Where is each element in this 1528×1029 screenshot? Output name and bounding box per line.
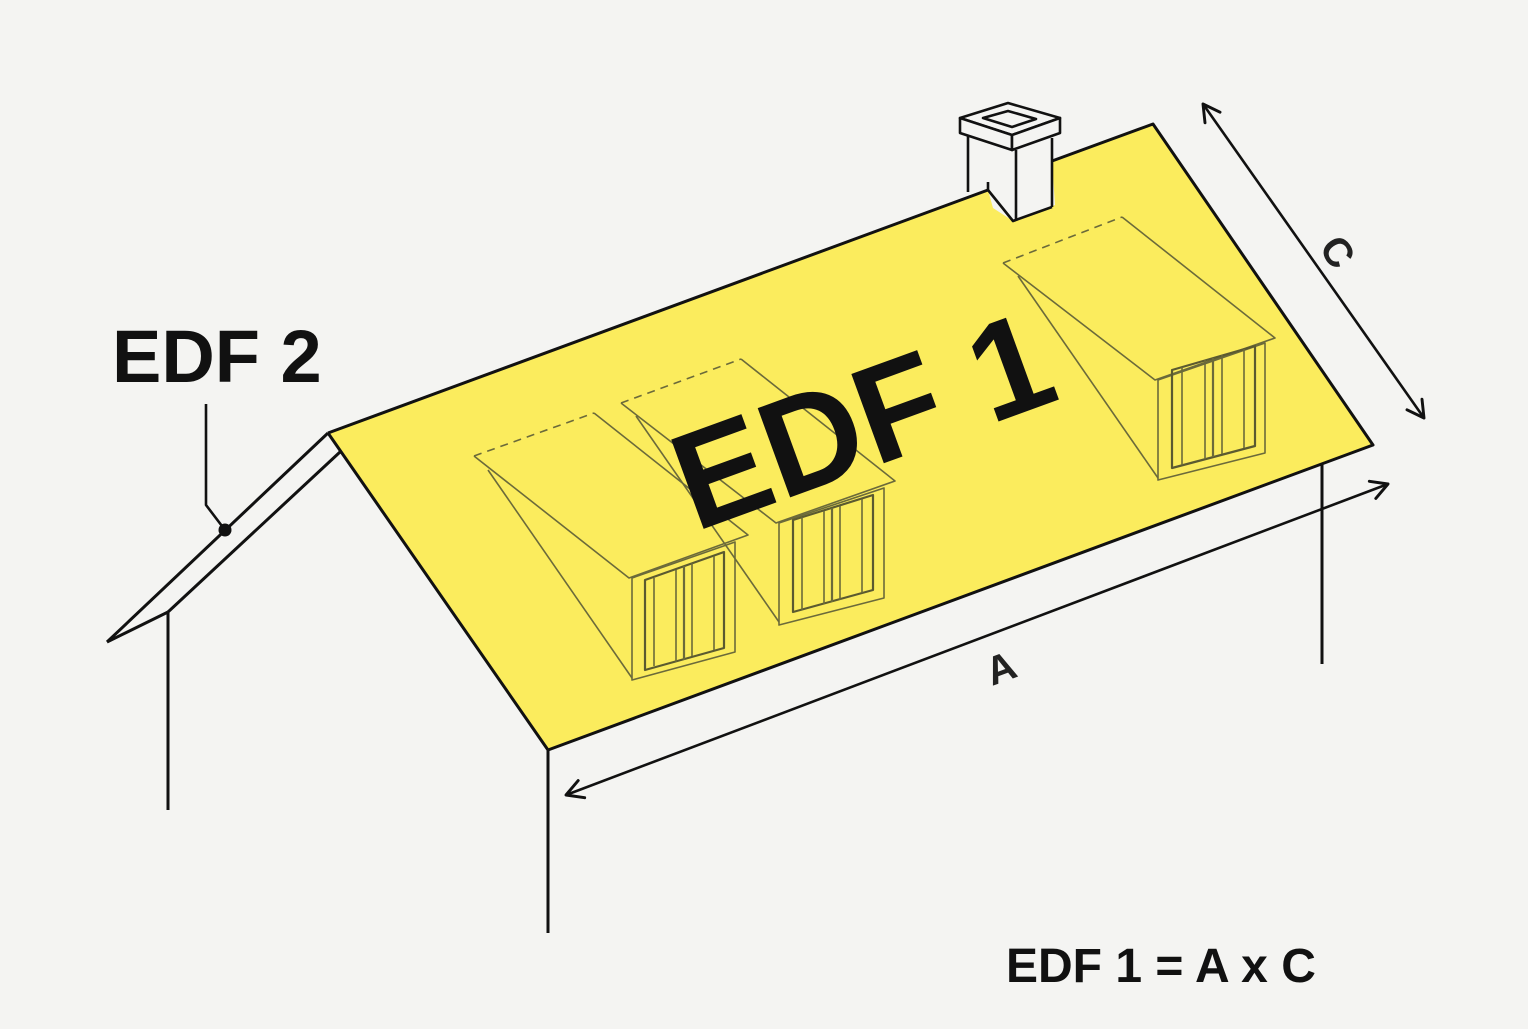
edf2-label: EDF 2	[112, 315, 322, 398]
dimension-a-arrow	[564, 479, 1390, 800]
edf2-leader	[204, 404, 227, 531]
edf2-leader-dot	[218, 523, 232, 537]
formula-text: EDF 1 = A x C	[1006, 940, 1316, 993]
gable-roof-edge	[105, 431, 342, 810]
dimension-c-arrow	[1201, 102, 1426, 420]
chimney	[958, 101, 1062, 223]
dimension-a-label: A	[980, 643, 1022, 694]
